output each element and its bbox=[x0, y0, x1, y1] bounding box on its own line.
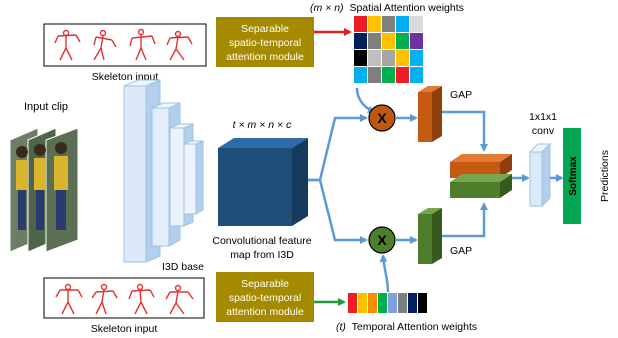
arrow-feature-to-top-multiply bbox=[308, 114, 368, 182]
spatial-weight-cell bbox=[368, 16, 381, 32]
temporal-weight-cell bbox=[408, 293, 417, 313]
spatial-weight-cell bbox=[368, 33, 381, 49]
spatial-weight-cell bbox=[410, 67, 423, 83]
conv-1x1x1-block bbox=[528, 142, 552, 208]
spatial-weight-cell bbox=[382, 16, 395, 32]
spatial-weight-cell bbox=[396, 16, 409, 32]
spatial-weight-cell bbox=[354, 67, 367, 83]
multiply-symbol-top: X bbox=[377, 110, 387, 126]
spatial-weight-cell bbox=[410, 16, 423, 32]
concatenated-features bbox=[450, 154, 512, 198]
temporal-weight-cell bbox=[418, 293, 427, 313]
spatial-weight-cell bbox=[368, 67, 381, 83]
arrow-temporal-to-multiply bbox=[379, 254, 390, 293]
skeleton-figures-top bbox=[54, 28, 193, 61]
attention-module-bottom bbox=[216, 272, 314, 322]
i3d-base-label: I3D base bbox=[162, 261, 204, 273]
i3d-base-layers bbox=[123, 79, 204, 263]
arrow-spatial-to-multiply bbox=[355, 87, 376, 114]
arrow-feature-to-bottom-multiply bbox=[308, 178, 368, 244]
temporal-weights-caption: (t) Temporal Attention weights bbox=[336, 321, 477, 333]
gap-label-bottom: GAP bbox=[450, 245, 472, 257]
temporal-weight-cell bbox=[368, 293, 377, 313]
attention-module-bottom-line1: Separable bbox=[241, 278, 289, 290]
feature-dims-label: t × m × n × c bbox=[233, 119, 292, 131]
attention-module-top bbox=[216, 17, 314, 67]
softmax-block bbox=[563, 128, 581, 224]
attention-module-top-line1: Separable bbox=[241, 23, 289, 35]
conv-label-line1: 1x1x1 bbox=[529, 111, 557, 123]
temporal-weight-cell bbox=[358, 293, 367, 313]
spatial-weight-cell bbox=[396, 33, 409, 49]
conv-label-line2: conv bbox=[532, 125, 555, 137]
arrow-gap-top-to-concat bbox=[442, 110, 488, 152]
spatial-weight-cell bbox=[382, 33, 395, 49]
attention-module-top-line3: attention module bbox=[226, 51, 304, 63]
temporal-weight-cell bbox=[378, 293, 387, 313]
attention-module-top-line2: spatio-temporal bbox=[229, 37, 301, 49]
spatial-weight-cell bbox=[410, 33, 423, 49]
gap-block-bottom bbox=[418, 208, 442, 264]
spatial-weight-cell bbox=[410, 50, 423, 66]
spatial-weight-cell bbox=[396, 50, 409, 66]
arrow-gap-bottom-to-concat bbox=[442, 202, 488, 238]
input-clip-frames bbox=[9, 127, 79, 253]
skeleton-input-top bbox=[43, 23, 207, 67]
spatial-weight-cell bbox=[382, 50, 395, 66]
spatial-weight-cell bbox=[354, 33, 367, 49]
spatial-weight-cell bbox=[396, 67, 409, 83]
spatial-weight-cell bbox=[368, 50, 381, 66]
temporal-weight-cell bbox=[348, 293, 357, 313]
skeleton-input-bottom bbox=[43, 277, 205, 319]
attention-module-bottom-line2: spatio-temporal bbox=[229, 292, 301, 304]
attention-module-bottom-line3: attention module bbox=[226, 306, 304, 318]
skeleton-figures-bottom bbox=[55, 283, 194, 315]
feature-map-cube bbox=[218, 138, 308, 226]
spatial-weight-cell bbox=[354, 50, 367, 66]
spatial-attention-grid bbox=[354, 16, 423, 83]
multiply-symbol-bottom: X bbox=[377, 232, 387, 248]
spatial-weights-caption: (m × n) Spatial Attention weights bbox=[310, 2, 464, 14]
feature-map-label-line1: Convolutional feature bbox=[212, 235, 311, 247]
spatial-weight-cell bbox=[382, 67, 395, 83]
temporal-weight-cell bbox=[398, 293, 407, 313]
input-clip-label: Input clip bbox=[24, 101, 68, 113]
temporal-attention-strip bbox=[348, 293, 427, 313]
spatial-weight-cell bbox=[354, 16, 367, 32]
predictions-label: Predictions bbox=[599, 150, 611, 202]
feature-map-label-line2: map from I3D bbox=[230, 249, 294, 261]
softmax-label: Softmax bbox=[568, 156, 579, 196]
gap-label-top: GAP bbox=[450, 89, 472, 101]
temporal-weight-cell bbox=[388, 293, 397, 313]
skeleton-input-bottom-label: Skeleton input bbox=[91, 323, 158, 335]
gap-block-top bbox=[418, 86, 442, 142]
